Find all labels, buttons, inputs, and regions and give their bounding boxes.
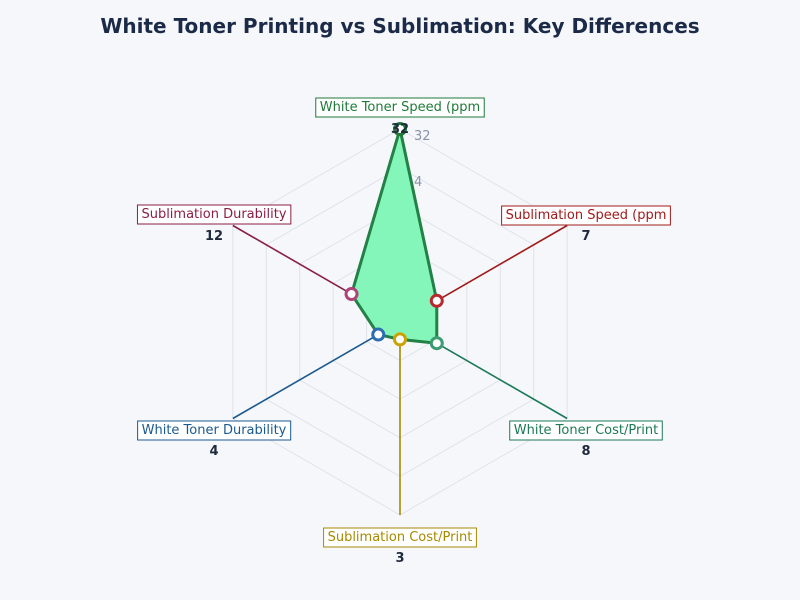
axis-label-box: [315, 97, 485, 118]
data-point-6: [344, 287, 359, 302]
axis-label-group-5: White Toner Durability: [137, 420, 292, 441]
axis-line-2: [436, 224, 568, 302]
axis-label-box: [323, 527, 477, 548]
radial-tick-label: 32: [414, 129, 431, 144]
axis-label: White Toner Cost/Print: [514, 423, 659, 438]
axis-label-box: [137, 420, 292, 441]
axis-line-3: [436, 342, 568, 420]
value-label: 7: [581, 229, 590, 244]
data-area: [350, 127, 439, 345]
axis-label: Sublimation Cost/Print: [328, 530, 473, 545]
axis-label-box: [509, 420, 663, 441]
axis-label: Sublimation Speed (ppm: [506, 208, 667, 223]
value-label: 4: [209, 444, 218, 459]
axis-label: Sublimation Durability: [141, 207, 286, 222]
axis-label-group-6: Sublimation Durability: [136, 204, 292, 225]
axis-label-group-1: White Toner Speed (ppm: [315, 97, 485, 118]
value-label: 8: [581, 444, 590, 459]
axis-label: White Toner Durability: [142, 423, 287, 438]
axis-line-6: [232, 224, 352, 295]
data-point-4: [393, 332, 407, 347]
axis-label-box: [501, 205, 671, 226]
chart-title: White Toner Printing vs Sublimation: Key…: [100, 14, 700, 38]
axis-label-group-4: Sublimation Cost/Print: [323, 527, 477, 548]
data-point-2: [429, 293, 444, 308]
axis-label-group-2: Sublimation Speed (ppm: [501, 205, 671, 226]
value-label: 32: [391, 122, 409, 137]
radial-tick-label: 4: [414, 175, 422, 190]
data-point-1: [393, 122, 407, 136]
axis-label: White Toner Speed (ppm: [320, 100, 480, 115]
axis-line-5: [232, 333, 379, 420]
value-label: 3: [395, 551, 404, 566]
axis-label-box: [136, 204, 292, 225]
data-point-5: [371, 327, 386, 342]
value-label: 12: [205, 229, 223, 244]
data-point-3: [429, 336, 444, 351]
axis-label-group-3: White Toner Cost/Print: [509, 420, 663, 441]
